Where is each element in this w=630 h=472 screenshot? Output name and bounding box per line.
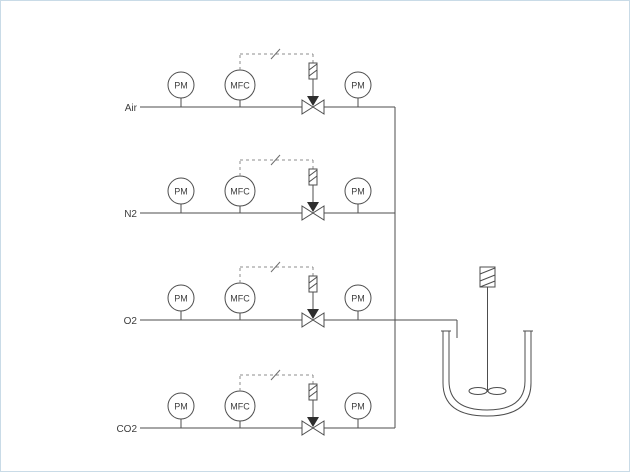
reactor-vessel <box>441 330 533 417</box>
stirrer-motor-icon <box>479 266 496 288</box>
pm-in-label: PM <box>174 402 188 412</box>
gas-label: O2 <box>124 316 138 327</box>
pm-in-label: PM <box>174 81 188 91</box>
vessel-inner-wall <box>448 331 526 411</box>
gas-label: N2 <box>124 209 137 220</box>
impeller-blade-right <box>487 387 507 395</box>
motor-hatch-3 <box>479 280 496 288</box>
mfc-label: MFC <box>230 294 250 304</box>
gas-row-o2: O2 PM MFC PM <box>124 261 396 328</box>
motor-hatch-2 <box>479 274 496 282</box>
agitator <box>468 287 507 395</box>
pm-out-label: PM <box>351 402 365 412</box>
gas-row-n2: N2 PM MFC PM <box>124 154 396 221</box>
pm-in-label: PM <box>174 187 188 197</box>
gas-label: CO2 <box>116 424 137 435</box>
pm-out-label: PM <box>351 81 365 91</box>
mfc-label: MFC <box>230 402 250 412</box>
gas-label: Air <box>125 103 138 114</box>
gas-row-air: Air PM MFC PM <box>125 48 396 115</box>
mfc-label: MFC <box>230 81 250 91</box>
gas-row-co2: CO2 PM MFC PM <box>116 369 396 436</box>
manifold-and-reactor <box>394 107 533 428</box>
mfc-label: MFC <box>230 187 250 197</box>
motor-hatch-1 <box>479 267 496 275</box>
pm-out-label: PM <box>351 294 365 304</box>
impeller-blade-left <box>468 387 488 395</box>
vessel-outer-wall <box>442 331 532 417</box>
pm-out-label: PM <box>351 187 365 197</box>
pm-in-label: PM <box>174 294 188 304</box>
